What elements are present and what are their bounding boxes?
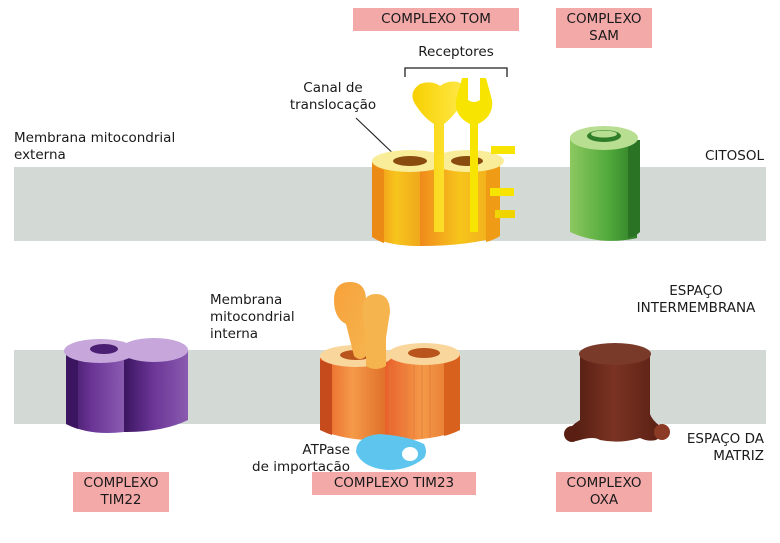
membrana-externa-line1: Membrana mitocondrial xyxy=(14,130,176,146)
complexo-tim22-label: COMPLEXO TIM22 xyxy=(73,472,169,512)
complexo-oxa-label: COMPLEXO OXA xyxy=(556,472,652,512)
complexo-tim23-text: COMPLEXO TIM23 xyxy=(333,475,455,491)
complexo-tim23-label: COMPLEXO TIM23 xyxy=(312,472,476,495)
espaco-intermembrana-label: ESPAÇO INTERMEMBRANA xyxy=(622,283,770,317)
complexo-sam-label: COMPLEXO SAM xyxy=(556,8,652,48)
tom-complex xyxy=(372,78,515,246)
complexo-sam-line1: COMPLEXO xyxy=(566,11,642,27)
complexo-tim22-line2: TIM22 xyxy=(100,492,142,508)
complexo-sam-line2: SAM xyxy=(589,28,619,44)
membrana-interna-line2: mitocondrial xyxy=(210,309,295,325)
complexo-oxa-line1: COMPLEXO xyxy=(566,475,642,491)
membrana-interna-line1: Membrana xyxy=(210,292,283,308)
receptor-bracket xyxy=(404,67,508,77)
membrana-interna-label: Membrana mitocondrial interna xyxy=(210,292,330,343)
complexo-tom-text: COMPLEXO TOM xyxy=(381,11,491,27)
complexo-oxa-line2: OXA xyxy=(589,492,619,508)
espaco-intermembrana-line1: ESPAÇO xyxy=(669,283,723,299)
canal-line1: Canal de xyxy=(303,80,363,96)
canal-line2: translocação xyxy=(289,97,377,113)
citosol-label: CITOSOL xyxy=(705,148,764,164)
complexo-tim22-line1: COMPLEXO xyxy=(83,475,159,491)
espaco-matriz-line2: MATRIZ xyxy=(713,448,764,464)
sam-complex xyxy=(570,126,640,241)
tim23-complex xyxy=(320,282,460,470)
membrana-externa-line2: externa xyxy=(14,147,66,163)
membrana-interna-line3: interna xyxy=(210,326,259,342)
receptores-label: Receptores xyxy=(418,44,494,60)
atpase-line2: de importação xyxy=(252,459,350,475)
espaco-matriz-line1: ESPAÇO DA xyxy=(686,431,764,447)
membrana-externa-label: Membrana mitocondrial externa xyxy=(14,130,234,164)
atpase-line1: ATPase xyxy=(302,442,350,458)
espaco-matriz-label: ESPAÇO DA MATRIZ xyxy=(660,431,764,465)
atpase-label: ATPase de importação xyxy=(246,442,350,476)
canal-label: Canal de translocação xyxy=(284,80,382,114)
tim22-complex xyxy=(64,338,188,433)
oxa-complex xyxy=(564,343,670,442)
complexo-tom-label: COMPLEXO TOM xyxy=(353,8,519,31)
espaco-intermembrana-line2: INTERMEMBRANA xyxy=(636,300,756,316)
